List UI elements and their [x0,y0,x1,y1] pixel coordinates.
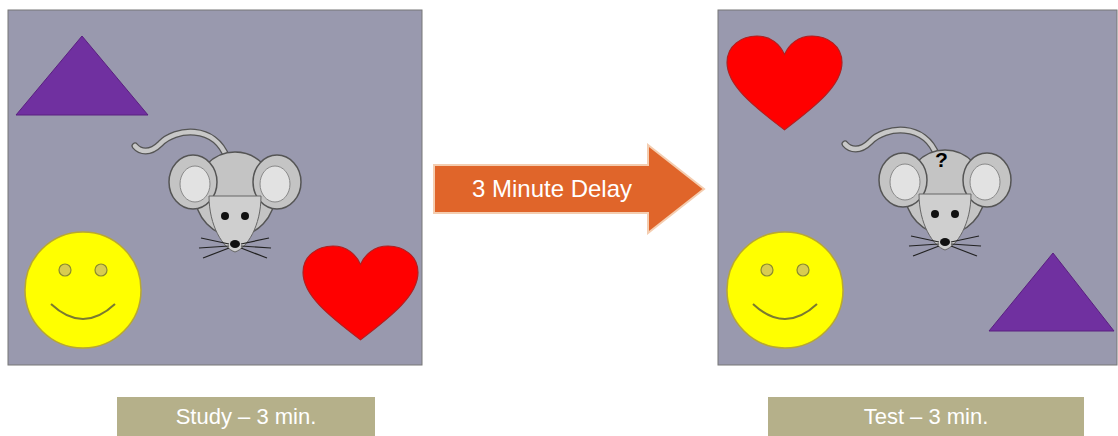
heart-object [303,246,418,340]
triangle-object [16,36,148,115]
question-mark: ? [935,149,948,170]
arrow-body [434,145,704,233]
triangle-object [989,253,1114,331]
mouse-figure [845,130,1011,256]
delay-arrow: 3 Minute Delay [432,143,706,235]
phase-label-box: Test – 3 min. [768,397,1084,436]
phase-label-box: Study – 3 min. [117,397,375,436]
phase-label: Study – 3 min. [176,404,317,429]
arena-panel [8,10,422,365]
arrow-text: 3 Minute Delay [472,175,632,203]
smiley-object [25,232,141,348]
phase-label: Test – 3 min. [864,404,989,429]
arena-panel [718,10,1117,365]
smiley-object [727,232,843,348]
mouse-figure [135,132,301,258]
heart-object [727,36,842,130]
